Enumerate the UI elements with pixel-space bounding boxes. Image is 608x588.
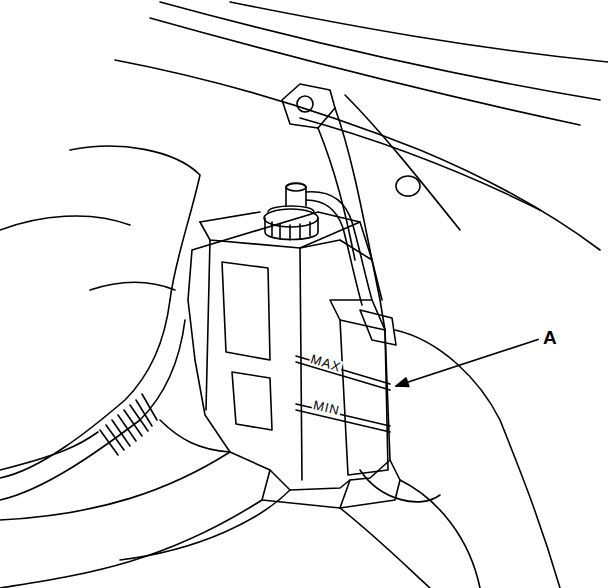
- arrowhead: [396, 378, 409, 387]
- leader-line: [396, 340, 538, 387]
- callout-letter: A: [543, 328, 557, 347]
- level-mark: MAX: [308, 352, 344, 374]
